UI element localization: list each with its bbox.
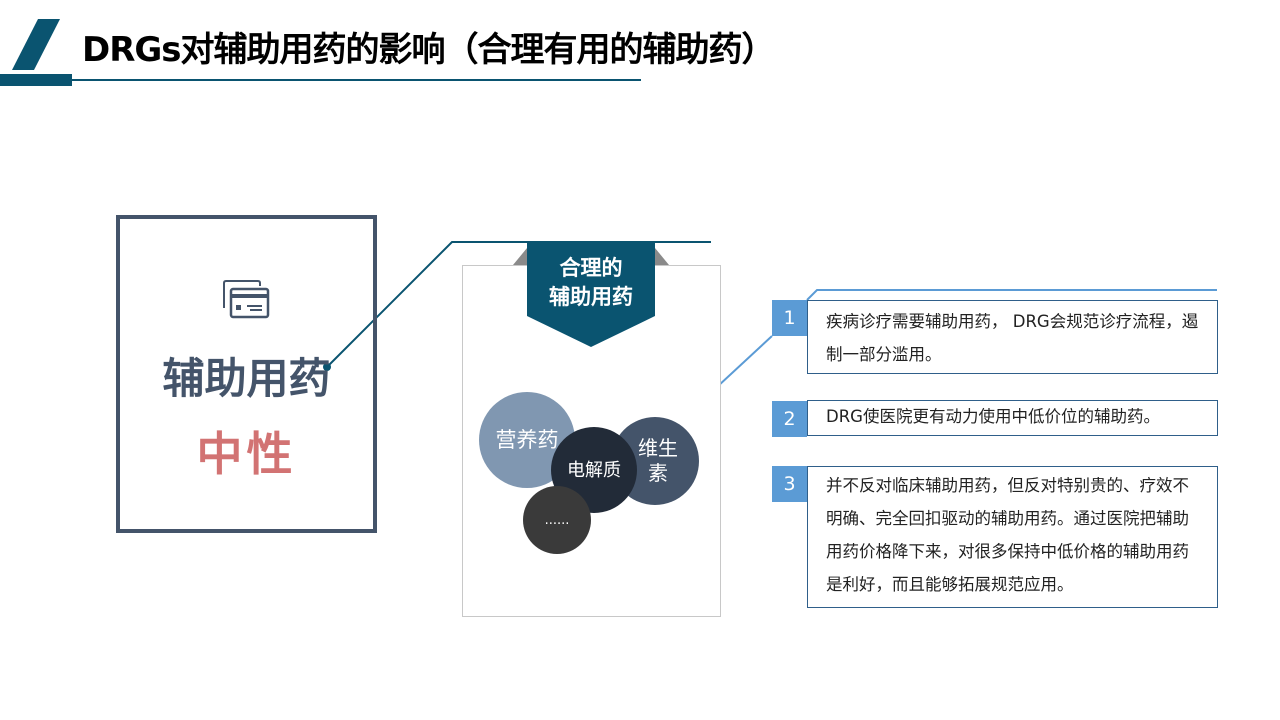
banner-title: 合理的 辅助用药: [527, 254, 655, 312]
left-panel-label: 辅助用药: [162, 354, 331, 403]
banner-line-1: 合理的: [559, 256, 623, 280]
banner-fold-left: [513, 248, 527, 265]
point-box-1: 疾病诊疗需要辅助用药， DRG会规范诊疗流程，遏制一部分滥用。: [807, 300, 1218, 374]
banner-line-2: 辅助用药: [549, 285, 633, 309]
connector-dot: [323, 363, 331, 371]
title-slash-decoration: [12, 19, 60, 70]
banner-shape: [527, 242, 655, 347]
points-top-line: [806, 289, 1217, 301]
point-number-2: 2: [772, 401, 807, 437]
point-box-2: DRG使医院更有动力使用中低价位的辅助药。: [807, 400, 1218, 436]
title-bar-block: [0, 74, 72, 86]
page-title: DRGs对辅助用药的影响（合理有用的辅助药）: [82, 30, 776, 70]
banner-fold-right: [655, 248, 669, 265]
point-number-1: 1: [772, 300, 807, 336]
circle-more: ......: [523, 486, 591, 554]
point-number-3: 3: [772, 466, 807, 502]
point-box-3: 并不反对临床辅助用药，但反对特别贵的、疗效不明确、完全回扣驱动的辅助用药。通过医…: [807, 466, 1218, 608]
left-panel-verdict: 中性: [196, 427, 297, 481]
left-panel: [116, 215, 377, 533]
credit-card-icon: [223, 280, 270, 319]
